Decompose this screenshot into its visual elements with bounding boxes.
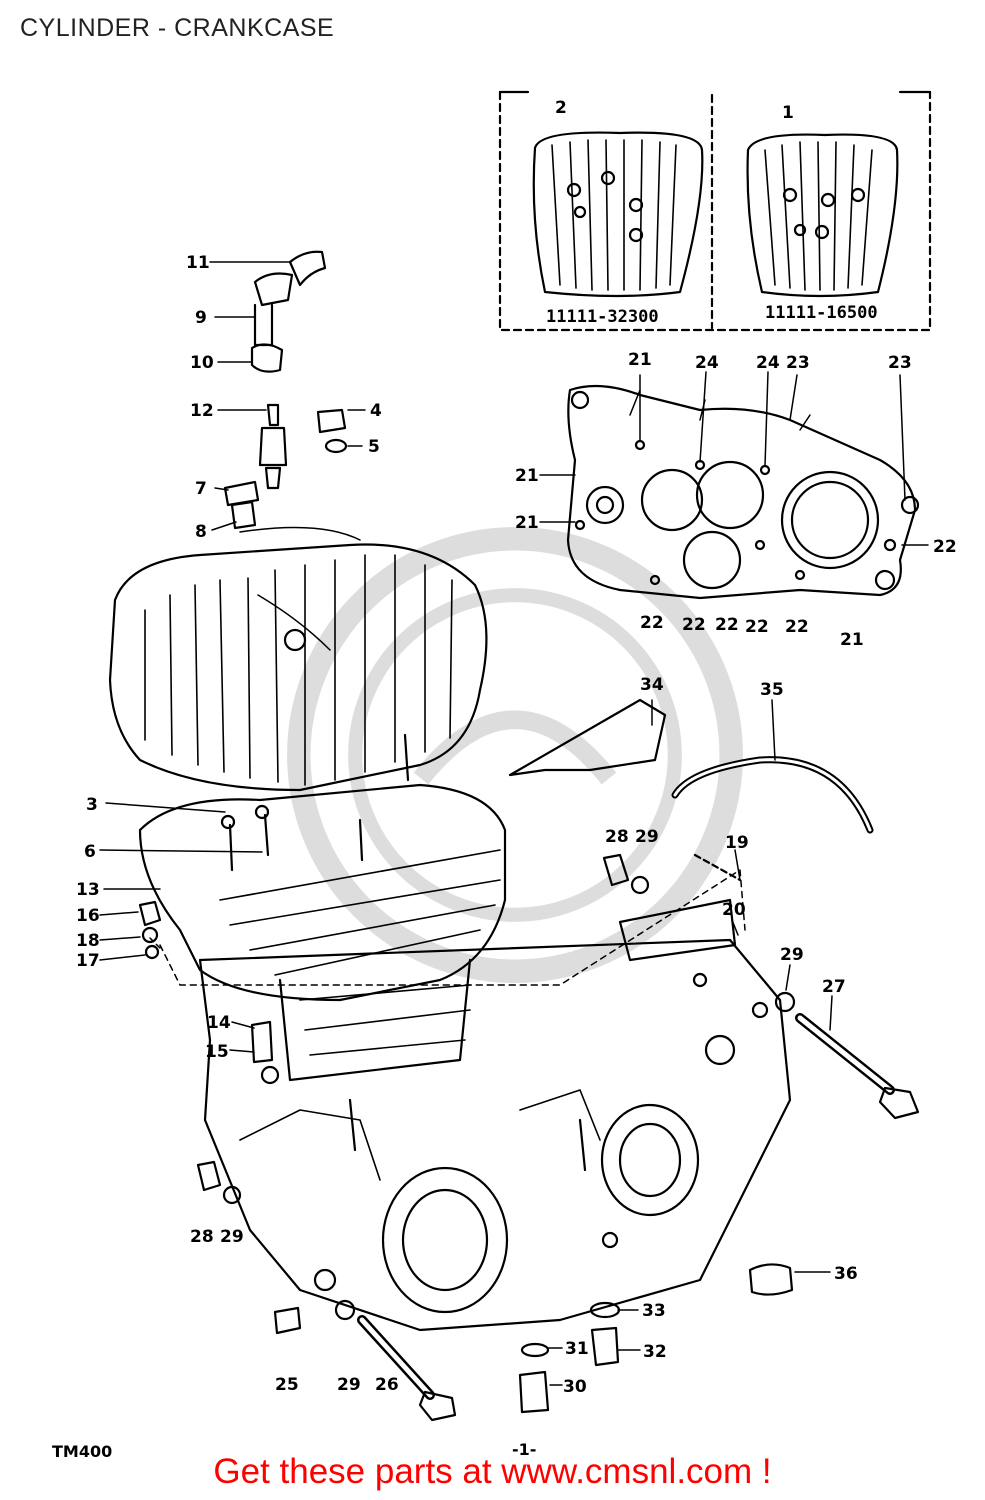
cylinder-block [138,733,507,1082]
cylinder-head [108,543,488,792]
cylinder-head-variant-2 [532,131,704,298]
callout-22-a: 22 [640,613,664,633]
callout-21-top: 21 [628,350,652,370]
callout-28-lower: 28 [190,1227,214,1247]
callout-23-left: 23 [786,353,810,373]
callout-20: 20 [722,900,746,920]
watermark-logo [287,527,743,983]
decomp-plug [223,480,260,530]
callout-23-right: 23 [888,353,912,373]
callout-21-left-lower: 21 [515,513,539,533]
inset-part-number-1: 11111-16500 [765,303,878,323]
callout-22-b: 22 [682,615,706,635]
callout-29-bottom: 29 [337,1375,361,1395]
callout-21-bottom: 21 [840,630,864,650]
callout-6: 6 [84,842,96,862]
spark-plug [258,403,288,490]
spark-plug-cap [250,250,327,373]
page-number: -1- [512,1440,537,1459]
callout-3: 3 [86,795,98,815]
callout-35: 35 [760,680,784,700]
callout-22-c: 22 [715,615,739,635]
callout-24-right: 24 [756,353,780,373]
callout-7: 7 [195,479,207,499]
callout-26: 26 [375,1375,399,1395]
nut-washer-small [316,408,348,454]
inset-part-number-2: 11111-32300 [546,307,659,327]
callout-10: 10 [190,353,214,373]
model-code: TM400 [52,1442,113,1461]
callout-5: 5 [368,437,380,457]
long-bolt-27 [795,1013,920,1120]
callout-33: 33 [642,1301,666,1321]
page-title: CYLINDER - CRANKCASE [20,14,335,42]
callout-29-lower: 29 [220,1227,244,1247]
callout-12: 12 [190,401,214,421]
callout-18: 18 [76,931,100,951]
callout-29-right: 29 [780,945,804,965]
callout-14: 14 [207,1013,231,1033]
callout-22-e: 22 [785,617,809,637]
nuts-washers [138,853,796,1414]
callout-22-right: 22 [933,537,957,557]
callout-24-left: 24 [695,353,719,373]
callout-30: 30 [563,1377,587,1397]
callout-17: 17 [76,951,100,971]
callout-11: 11 [186,253,210,273]
callout-15: 15 [205,1042,229,1062]
callout-2: 2 [555,98,567,118]
callout-8: 8 [195,522,207,542]
callout-16: 16 [76,906,100,926]
callout-31: 31 [565,1339,589,1359]
callout-27: 27 [822,977,846,997]
breather-hose [671,756,874,834]
callout-36: 36 [834,1264,858,1284]
callout-9: 9 [195,308,207,328]
callout-13: 13 [76,880,100,900]
crankcase-assembly [198,938,792,1332]
callout-28-upper: 28 [605,827,629,847]
callout-32: 32 [643,1342,667,1362]
callout-22-d: 22 [745,617,769,637]
footer-link[interactable]: Get these parts at www.cmsnl.com ! [213,1452,772,1491]
callout-29-upper: 29 [635,827,659,847]
crankcase-half [566,384,920,600]
callout-19: 19 [725,833,749,853]
long-bolt-26 [357,1315,457,1422]
inset-box [498,90,932,332]
guide-plate [508,698,667,777]
callout-4: 4 [370,401,382,421]
callout-34: 34 [640,675,664,695]
callout-25: 25 [275,1375,299,1395]
callout-21-left-upper: 21 [515,466,539,486]
callout-1: 1 [782,103,794,123]
cylinder-head-variant-1 [746,133,899,298]
gasket-outline [159,869,746,986]
